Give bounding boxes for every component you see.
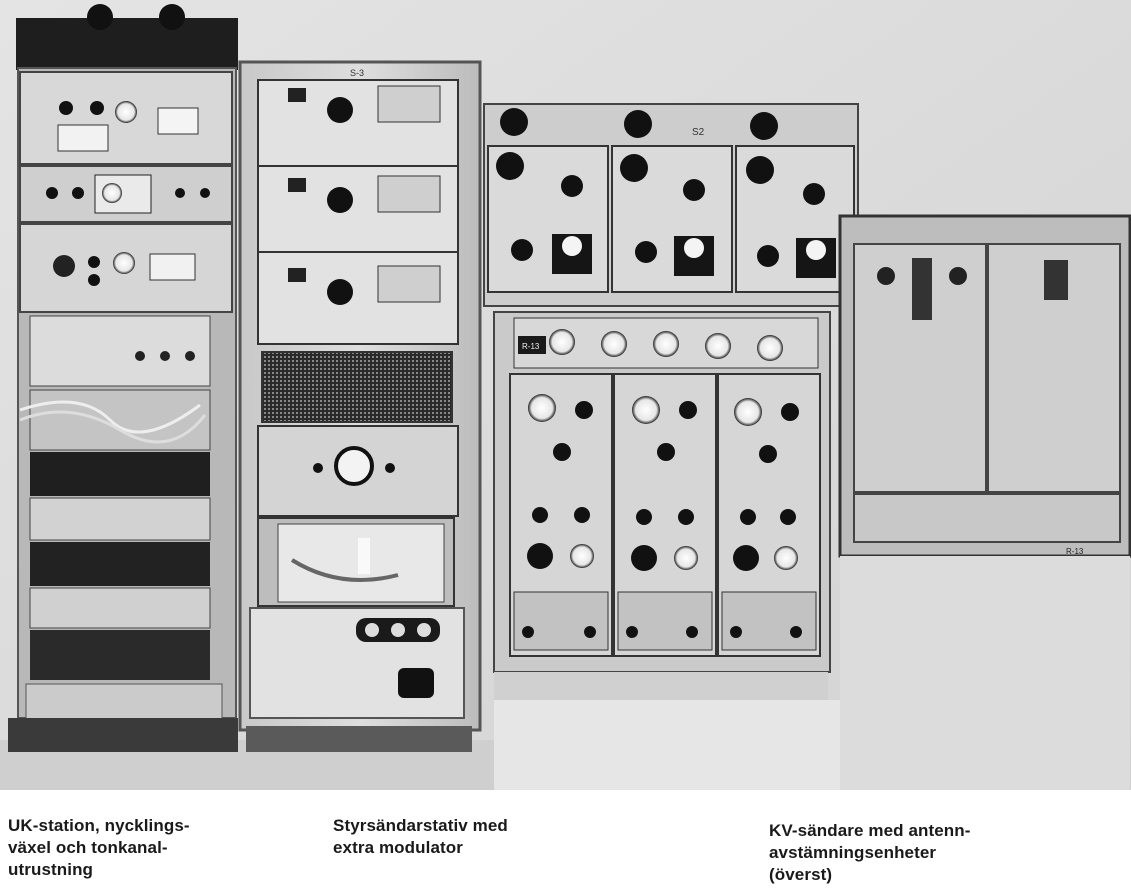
exciter-rack: S-3 — [238, 60, 482, 752]
caption-middle: Styrsändarstativ med extra modulator — [333, 815, 508, 859]
caption-right-line-2: avstämningsenheter — [769, 843, 937, 862]
caption-middle-line-2: extra modulator — [333, 838, 463, 857]
uk-station-rack — [8, 4, 238, 752]
caption-right-line-1: KV-sändare med antenn- — [769, 821, 971, 840]
svg-text:S-3: S-3 — [350, 68, 364, 78]
svg-text:R-13: R-13 — [522, 342, 540, 351]
svg-text:R-13: R-13 — [1066, 547, 1084, 556]
caption-middle-line-1: Styrsändarstativ med — [333, 816, 508, 835]
caption-right-line-3: (överst) — [769, 865, 833, 884]
hf-transmitter: S2 R-13 — [483, 103, 888, 790]
caption-left: UK-station, nycklings- växel och tonkana… — [8, 815, 190, 881]
caption-right: KV-sändare med antenn- avstämningsenhete… — [769, 820, 971, 886]
equipment-photo: S-3 S2 — [0, 0, 1131, 790]
svg-text:S2: S2 — [692, 127, 705, 138]
caption-left-line-1: UK-station, nycklings- — [8, 816, 190, 835]
caption-left-line-3: utrustning — [8, 860, 94, 879]
far-right-cabinet: R-13 — [838, 214, 1131, 790]
caption-left-line-2: växel och tonkanal- — [8, 838, 168, 857]
